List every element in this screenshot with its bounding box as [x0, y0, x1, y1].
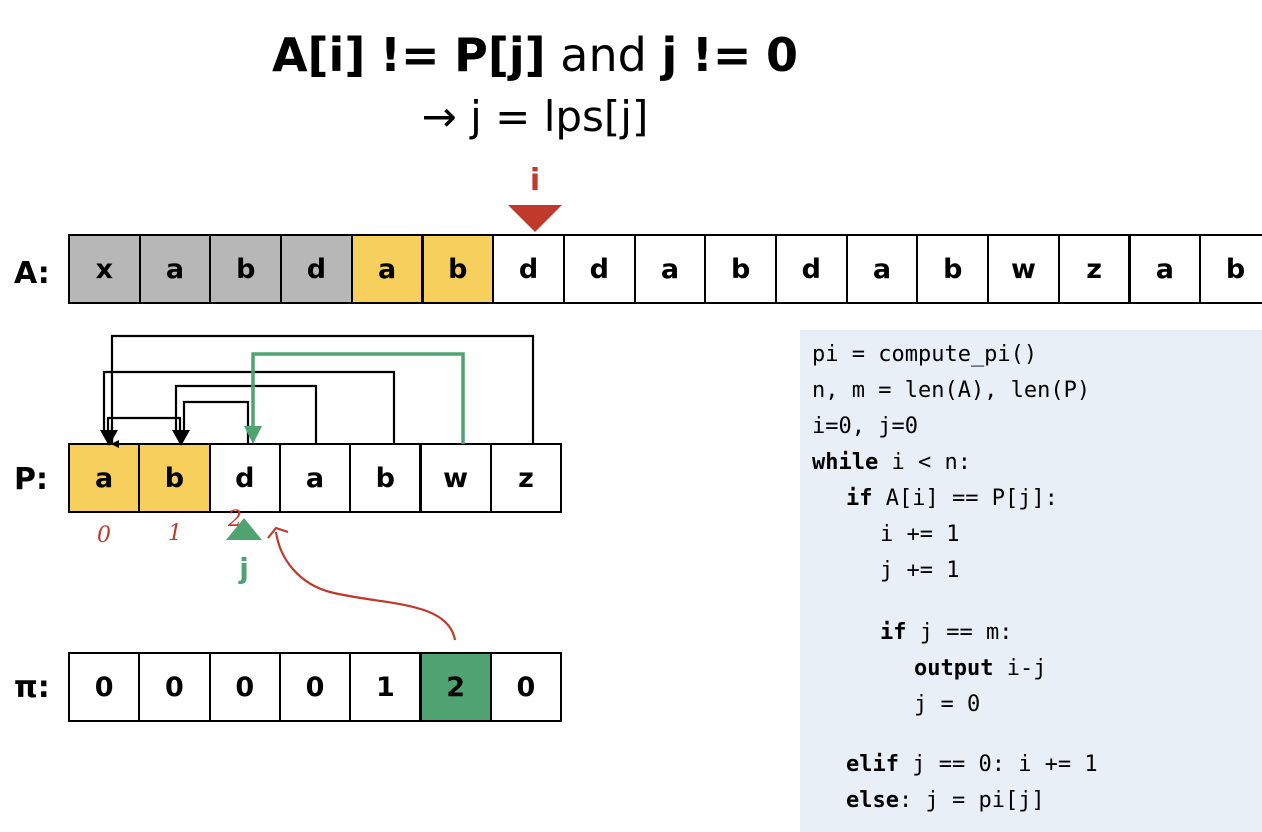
title-and: and [560, 28, 647, 82]
code-line-11-rest: j == 0: i += 1 [898, 752, 1098, 777]
pointer-i-label: i [530, 163, 540, 198]
kw-elif: elif [846, 752, 899, 777]
link-a-to-b [174, 384, 318, 444]
code-line-9: output i-j [914, 656, 1046, 681]
code-line-1: pi = compute_pi() [812, 342, 1038, 367]
title-zero: 0 [766, 28, 799, 82]
pointer-i-triangle [508, 205, 562, 232]
code-line-5: if A[i] == P[j]: [846, 486, 1058, 511]
title-a-expr: A[i] [271, 28, 366, 82]
kw-if: if [846, 486, 873, 511]
array-a-cell: b [1199, 234, 1262, 304]
array-p-cell: b [138, 443, 211, 513]
code-line-10: j = 0 [914, 692, 981, 717]
lps-lookup-curve [274, 531, 457, 641]
index-0: 0 [97, 523, 111, 548]
arrowhead-a [100, 430, 118, 446]
index-2: 2 [227, 507, 242, 532]
code-line-4-rest: i < n: [878, 450, 971, 475]
code-line-8: if j == m: [880, 620, 1012, 645]
link-d-to-b [182, 400, 250, 444]
code-line-12: else: j = pi[j] [846, 788, 1045, 813]
title-ne-2: != [691, 28, 752, 82]
code-line-8-rest: j == m: [906, 620, 1013, 645]
array-a-cell: a [350, 234, 424, 304]
code-line-3: i=0, j=0 [812, 414, 918, 439]
arrowhead-b [172, 430, 190, 446]
code-line-6: i += 1 [880, 522, 960, 547]
array-a-cell: b [209, 234, 283, 304]
kw-else: else [846, 788, 899, 813]
action-subtitle: → j = lps[j] [421, 92, 649, 141]
code-line-5-rest: A[i] == P[j]: [872, 486, 1058, 511]
code-panel: pi = compute_pi() n, m = len(A), len(P) … [800, 330, 1262, 832]
lps-link-current [251, 352, 465, 444]
label-p: P: [14, 462, 48, 497]
arrowhead-current [244, 426, 262, 444]
lps-lookup-arrowhead [267, 526, 289, 539]
code-line-4: while i < n: [812, 450, 971, 475]
link-b-self [106, 416, 182, 444]
code-line-7: j += 1 [880, 558, 960, 583]
link-z-to-a [110, 334, 535, 444]
condition-title: A[i] != P[j] and j != 0 [0, 28, 1070, 82]
title-ne-1: != [379, 28, 440, 82]
array-a-cell: b [421, 234, 495, 304]
kw-while: while [812, 450, 879, 475]
array-a-cell: d [280, 234, 353, 304]
kw-output: output [914, 656, 994, 681]
title-j: j [661, 28, 678, 82]
index-1: 1 [168, 521, 182, 546]
pointer-j-label: j [238, 552, 249, 585]
code-line-2: n, m = len(A), len(P) [812, 378, 1091, 403]
label-a: A: [14, 256, 50, 291]
code-line-9-rest: i-j [993, 656, 1047, 681]
array-a-cell: x [68, 234, 141, 304]
pi-cell: 0 [489, 652, 563, 722]
pointer-j-triangle [226, 518, 262, 540]
array-p-cell: z [489, 443, 563, 513]
title-p-expr: P[j] [454, 28, 546, 82]
code-line-12-rest: : j = pi[j] [898, 788, 1045, 813]
kw-if-2: if [880, 620, 907, 645]
label-pi: π: [14, 670, 50, 705]
code-line-11: elif j == 0: i += 1 [846, 752, 1098, 777]
link-b-to-a [102, 370, 396, 444]
lps-links-black [102, 334, 535, 448]
array-p-cell: a [68, 443, 141, 513]
